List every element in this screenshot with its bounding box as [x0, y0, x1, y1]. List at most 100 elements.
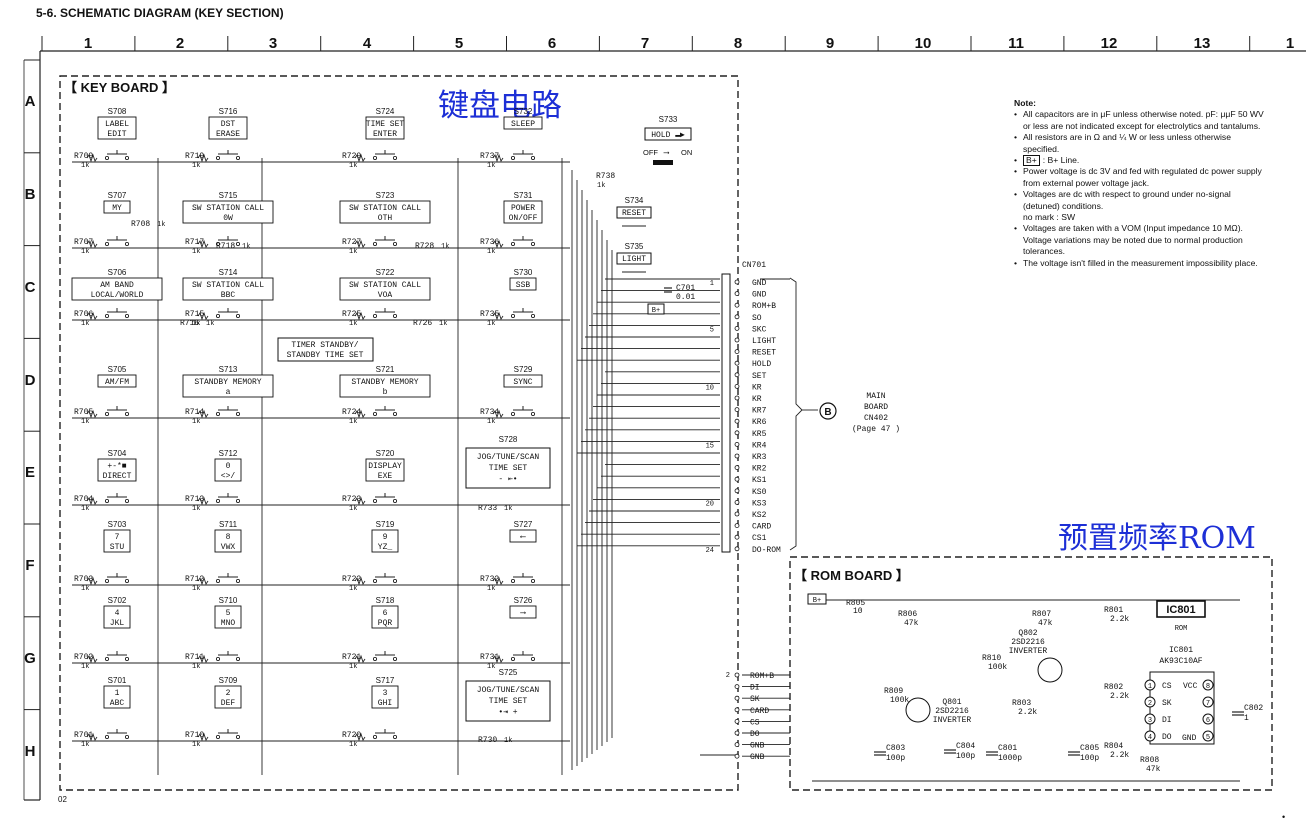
switch-contact [105, 579, 110, 584]
r802-ref: R802 [1104, 683, 1123, 692]
ic-pin-number: 8 [1206, 683, 1210, 691]
ic-pin [1144, 679, 1156, 691]
resistor-value: 1k [81, 505, 89, 513]
switch-contact [105, 657, 110, 662]
rom-connector-label: GNB [750, 742, 765, 751]
resistor-symbol [354, 732, 366, 742]
switch-label: SLEEP [511, 120, 535, 129]
switch-contact [105, 241, 110, 246]
note-item: The voltage isn't filled in the measurem… [1014, 258, 1264, 270]
resistor-value: 1k [597, 182, 605, 190]
connector-pin-number: 1 [710, 280, 714, 288]
switch-label-box [103, 605, 131, 629]
r806-value: 47k [904, 619, 919, 628]
hold-off-label: OFF [643, 148, 658, 157]
r801-value: 2.2k [1110, 615, 1129, 624]
rom-connector-label: ROM+B [750, 672, 774, 681]
switch-label: STANDBY MEMORY [194, 378, 261, 387]
switch-label: SW STATION CALL [349, 281, 421, 290]
resistor-ref: R716 [180, 319, 199, 328]
switch-contact [531, 241, 536, 246]
resistor-symbol [86, 153, 98, 163]
rom-connector-pin [734, 730, 740, 736]
connector-pin-label: KS0 [752, 488, 767, 497]
switch-label: GHI [378, 699, 392, 708]
switch-label: ENTER [373, 130, 397, 139]
connector-pin-label: SO [752, 314, 762, 323]
switch-label-box [365, 116, 405, 140]
resistor-symbol [86, 311, 98, 321]
resistor-symbol [492, 654, 504, 664]
switch-contact [531, 313, 536, 318]
switch-contact [392, 579, 397, 584]
bplus-box [647, 303, 665, 315]
switch-label: MY [112, 204, 122, 213]
jog-label: JOG/TUNE/SCAN [477, 453, 540, 462]
connector-brace [789, 277, 803, 551]
resistor-value: 1k [192, 248, 200, 256]
switch-ref: S704 [108, 449, 127, 458]
switch-label: EDIT [107, 130, 126, 139]
ic-title-box [1156, 600, 1206, 618]
notes-panel: Note: All capacitors are in μF unless ot… [1014, 98, 1264, 270]
switch-label: a [226, 388, 231, 397]
connector-pin-number: 10 [706, 384, 714, 392]
switch-contact [531, 579, 536, 584]
switch-label-box [103, 685, 131, 709]
resistor-symbol [354, 496, 366, 506]
connector-pin-label: KR [752, 395, 762, 404]
main-board-label: BOARD [864, 403, 888, 412]
c804-value: 100p [956, 752, 975, 761]
jog-label: •⇥ + [498, 708, 517, 717]
jog-label: - ⇤• [498, 475, 517, 484]
c805-value: 100p [1080, 754, 1099, 763]
hold-label: HOLD ▬▶ [651, 131, 685, 140]
rom-bplus-text: B+ [813, 597, 821, 605]
switch-contact [392, 241, 397, 246]
rom-connector-label: DI [750, 684, 760, 693]
c801-value: 1000p [998, 754, 1022, 763]
ic-pin-label: DI [1162, 716, 1172, 725]
grid-col-label: 3 [269, 35, 277, 52]
switch-label-box [365, 458, 405, 482]
resistor-symbol [354, 654, 366, 664]
resistor-symbol [197, 654, 209, 664]
switch-label: DISPLAY [368, 462, 402, 471]
switch-label: SSB [516, 281, 531, 290]
switch-ref: S712 [219, 449, 238, 458]
connector-pin [734, 407, 740, 413]
connector-pin [734, 372, 740, 378]
main-board-label: CN402 [864, 414, 888, 423]
rom-connector-pin [734, 707, 740, 713]
switch-label-box [214, 458, 242, 482]
switch-ref: S724 [376, 107, 395, 116]
rom-board-outline [789, 556, 1273, 791]
resistor-symbol [492, 153, 504, 163]
switch-contact [105, 155, 110, 160]
connector-pin-label: KS3 [752, 499, 767, 508]
switch-label: STANDBY MEMORY [351, 378, 418, 387]
switch-contact [215, 241, 220, 246]
switch-label: 4 [115, 609, 120, 618]
switch-contact [215, 498, 220, 503]
r803-ref: R803 [1012, 699, 1031, 708]
switch-label: BBC [221, 291, 236, 300]
switch-contact [215, 579, 220, 584]
jog-label: TIME SET [489, 464, 528, 473]
switch-contact [125, 498, 130, 503]
q802-func: INVERTER [1009, 647, 1048, 656]
resistor-ref: R704 [74, 495, 93, 504]
switch-label-box [214, 529, 242, 553]
grid-col-label: 13 [1194, 35, 1211, 52]
ic-ref: IC801 [1169, 646, 1193, 655]
switch-ref: S725 [499, 668, 518, 677]
r802-value: 2.2k [1110, 692, 1129, 701]
connector-pin-label: KS1 [752, 476, 767, 485]
resistor-value: 1k [349, 248, 357, 256]
switch-contact [392, 657, 397, 662]
